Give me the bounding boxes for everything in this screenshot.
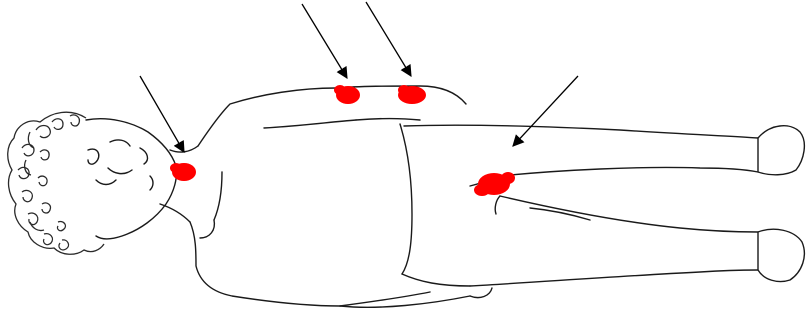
arrow-groin bbox=[513, 76, 578, 146]
legs bbox=[404, 125, 804, 286]
groin-marker bbox=[474, 172, 515, 196]
hair bbox=[8, 112, 104, 254]
neck-marker bbox=[170, 163, 196, 181]
head bbox=[8, 112, 177, 254]
axilla-left-marker bbox=[334, 85, 360, 104]
arrow-axilla-left bbox=[302, 4, 347, 78]
axilla-right-marker bbox=[398, 85, 426, 104]
torso bbox=[190, 86, 492, 307]
arrow-neck bbox=[140, 76, 184, 152]
arrow-axilla-right bbox=[366, 2, 411, 76]
